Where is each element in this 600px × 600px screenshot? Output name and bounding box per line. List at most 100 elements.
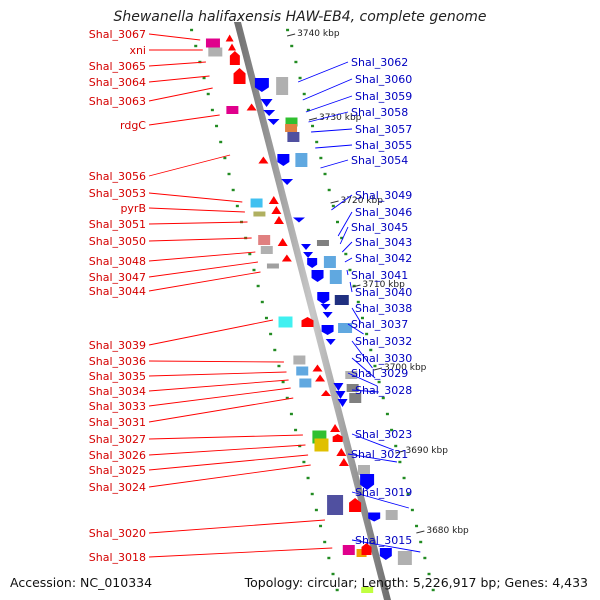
right-gene-label: Shal_3021	[351, 448, 408, 461]
left-leader-line	[148, 33, 201, 41]
right-leader-line	[351, 357, 376, 379]
tick-mark	[260, 300, 264, 304]
right-gene-label: Shal_3055	[355, 139, 412, 152]
tick-mark	[402, 476, 406, 480]
reverse-gene-feature	[329, 270, 342, 284]
right-gene-label: Shal_3030	[355, 352, 412, 365]
tick-mark	[377, 380, 381, 384]
left-leader-line	[148, 192, 243, 203]
reverse-gene-feature	[263, 110, 276, 116]
kbp-label: 3730 kbp	[319, 113, 362, 123]
genome-backbone	[234, 22, 391, 600]
right-leader-line	[311, 128, 353, 133]
left-gene-label: Shal_3027	[89, 433, 146, 446]
left-gene-labels: Shal_3067xniShal_3065Shal_3064Shal_3063r…	[89, 28, 333, 564]
reverse-gene-feature	[349, 393, 362, 403]
right-gene-label: Shal_3019	[355, 486, 412, 499]
right-leader-line	[347, 372, 378, 387]
right-leader-line	[315, 144, 353, 149]
tick-mark	[294, 60, 298, 64]
right-leader-line	[349, 281, 353, 293]
right-gene-label: Shal_3038	[355, 302, 412, 315]
forward-gene-feature	[226, 106, 239, 114]
left-leader-line	[148, 61, 206, 67]
tick-mark	[398, 460, 402, 464]
reverse-gene-feature	[295, 153, 308, 167]
left-gene-label: Shal_3051	[89, 218, 146, 231]
genome-stats-text: Topology: circular; Length: 5,226,917 bp…	[244, 575, 588, 590]
forward-gene-feature	[229, 51, 240, 65]
tick-mark	[352, 284, 356, 288]
tick-mark	[427, 572, 431, 576]
forward-gene-feature	[293, 355, 306, 365]
right-leader-line	[346, 269, 349, 276]
tick-mark	[310, 492, 314, 496]
right-gene-label: Shal_3058	[351, 106, 408, 119]
kbp-tick	[287, 33, 296, 37]
forward-gene-feature	[273, 216, 284, 224]
left-leader-line	[148, 271, 261, 292]
forward-gene-feature	[258, 235, 271, 245]
tick-mark	[273, 348, 277, 352]
right-gene-label: Shal_3028	[355, 384, 412, 397]
left-leader-line	[148, 519, 326, 534]
tick-mark	[210, 108, 214, 112]
tick-mark	[289, 412, 293, 416]
right-leader-line	[302, 78, 353, 101]
tick-mark	[314, 508, 318, 512]
left-gene-label: pyrB	[120, 202, 146, 215]
tick-mark	[360, 316, 364, 320]
tick-mark	[285, 396, 289, 400]
tick-mark	[419, 540, 423, 544]
right-gene-label: Shal_3060	[355, 73, 412, 86]
tick-mark	[319, 156, 323, 160]
left-gene-label: Shal_3063	[89, 95, 146, 108]
kbp-tick	[395, 450, 404, 454]
left-leader-line	[148, 207, 245, 213]
forward-gene-feature	[361, 543, 372, 555]
right-gene-label: Shal_3023	[355, 428, 412, 441]
reverse-gene-feature	[320, 304, 331, 310]
left-gene-label: Shal_3065	[89, 60, 146, 73]
left-leader-line	[148, 387, 291, 407]
reverse-gene-feature	[385, 510, 398, 520]
reverse-gene-feature	[316, 240, 329, 246]
forward-gene-feature	[315, 374, 326, 382]
right-gene-label: Shal_3059	[355, 90, 412, 103]
left-leader-line	[148, 154, 231, 177]
tick-mark	[302, 460, 306, 464]
right-gene-label: Shal_3032	[355, 335, 412, 348]
right-leader-line	[347, 323, 364, 335]
left-gene-label: Shal_3047	[89, 271, 146, 284]
tick-mark	[327, 556, 331, 560]
forward-strand-features	[205, 34, 374, 593]
reverse-gene-feature	[281, 179, 294, 185]
forward-gene-feature	[342, 545, 355, 555]
reverse-gene-feature	[360, 474, 375, 490]
left-leader-line	[148, 547, 333, 558]
tick-mark	[331, 204, 335, 208]
right-leader-line	[351, 539, 421, 553]
tick-mark	[269, 332, 273, 336]
tick-mark	[264, 316, 268, 320]
right-leader-line	[305, 95, 353, 113]
right-leader-line	[344, 257, 353, 263]
tick-mark	[331, 572, 335, 576]
right-leader-line	[351, 491, 409, 509]
left-leader-line	[148, 379, 289, 392]
left-gene-label: Shal_3067	[89, 28, 146, 41]
reverse-gene-feature	[254, 78, 269, 92]
reverse-gene-feature	[307, 258, 318, 268]
right-leader-line	[337, 211, 353, 237]
tick-mark	[306, 476, 310, 480]
tick-mark	[227, 172, 231, 176]
reverse-gene-feature	[322, 312, 333, 318]
right-leader-line	[297, 61, 349, 83]
right-gene-label: Shal_3049	[355, 189, 412, 202]
right-gene-label: Shal_3045	[351, 221, 408, 234]
kbp-tick	[352, 284, 361, 288]
right-leader-line	[331, 194, 353, 211]
tick-mark	[202, 76, 206, 80]
